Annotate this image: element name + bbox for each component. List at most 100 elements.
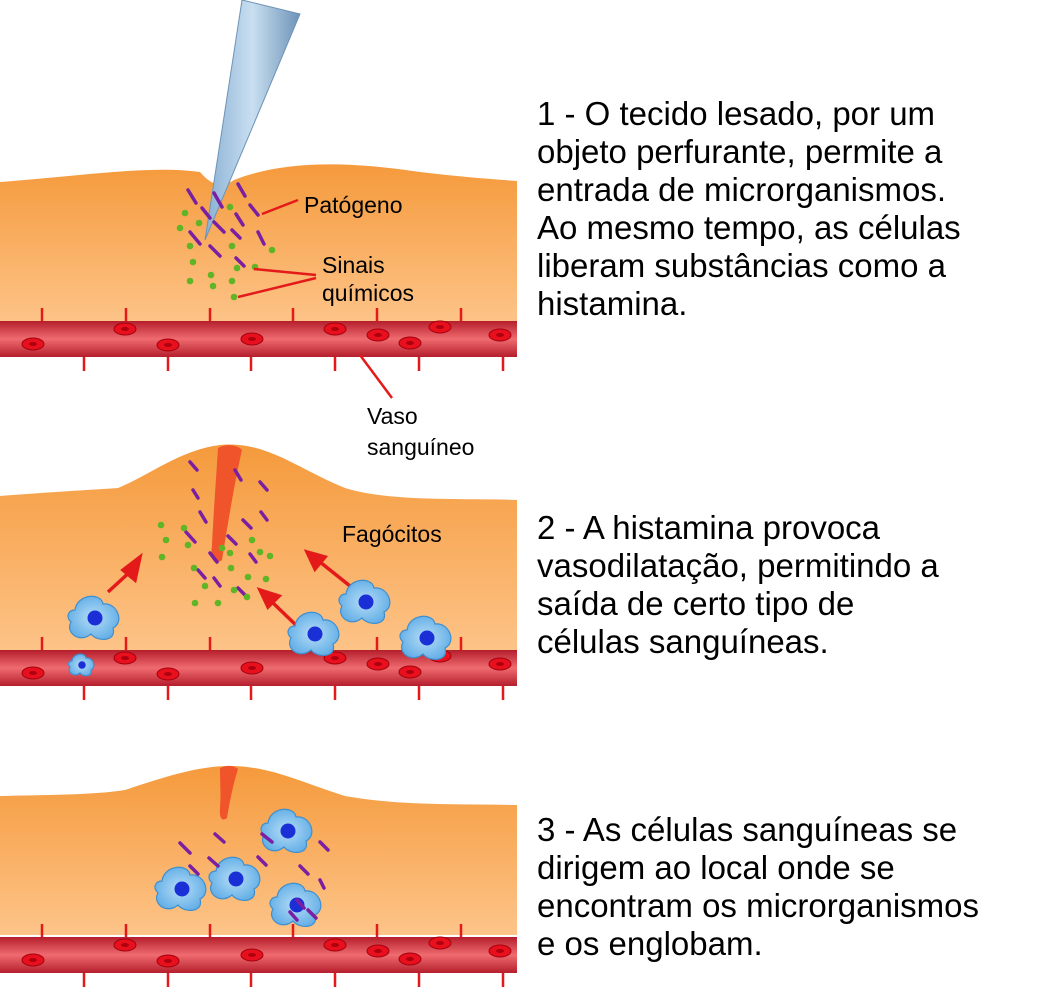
chemical-signal-dot <box>180 524 188 532</box>
pathogen <box>188 864 200 876</box>
step-1-line: Ao mesmo tempo, as células <box>537 209 961 246</box>
chemical-signal-dot <box>228 277 236 285</box>
panel-2: Fagócitos <box>0 444 517 700</box>
pathogen <box>208 244 222 258</box>
phagocyte-nucleus <box>280 823 296 839</box>
panel-3 <box>0 765 517 987</box>
red-blood-cell-center <box>248 953 256 957</box>
red-blood-cell-center <box>164 672 172 676</box>
chemical-signal-dot <box>184 541 192 549</box>
red-blood-cell-center <box>406 957 414 961</box>
pathogen <box>200 206 212 220</box>
red-blood-cell-center <box>248 666 256 670</box>
chemical-signal-dot <box>181 209 189 217</box>
blood-vessel-1 <box>0 308 517 371</box>
chemical-signal-dot <box>266 552 274 560</box>
chemical-signals-label-2: químicos <box>322 280 414 306</box>
chemical-signal-dot <box>268 246 276 254</box>
chemical-signal-dot <box>191 599 199 607</box>
chemical-signal-dot <box>227 564 235 572</box>
step-2-line: células sanguíneas. <box>537 623 829 660</box>
pathogen <box>188 460 199 472</box>
pathogen <box>178 841 192 855</box>
pathogen <box>233 468 243 482</box>
step-2-line: saída de certo tipo de <box>537 585 855 622</box>
red-blood-cell-center <box>496 662 504 666</box>
red-blood-cell-center <box>164 343 172 347</box>
chemical-signal-dot <box>201 582 209 590</box>
phagocyte-nucleus <box>358 594 374 610</box>
panel-1: Patógeno Sinais químicos Vaso sanguíneo <box>0 0 517 460</box>
pathogen <box>318 878 326 890</box>
pathogen <box>212 576 222 588</box>
red-blood-cell-center <box>121 656 129 660</box>
pathogen <box>226 534 238 546</box>
red-blood-cell-center <box>496 333 504 337</box>
chemical-signal-dot <box>186 277 194 285</box>
phagocyte-nucleus <box>228 871 244 887</box>
pathogen <box>212 191 224 209</box>
chemical-signal-dot <box>226 549 234 557</box>
pathogens-3 <box>178 832 330 922</box>
red-blood-cell-center <box>331 943 339 947</box>
phagocyte-nucleus <box>174 881 190 897</box>
red-blood-cell-center <box>29 342 37 346</box>
pathogen <box>184 530 197 544</box>
step-2-line: vasodilatação, permitindo a <box>537 547 939 584</box>
pathogen <box>260 832 274 844</box>
vessel-label-2: sanguíneo <box>367 434 474 460</box>
red-blood-cell-center <box>331 327 339 331</box>
red-blood-cell-center <box>436 325 444 329</box>
chemical-signal-dot <box>158 553 166 561</box>
red-blood-cell-center <box>436 941 444 945</box>
pathogen <box>186 188 198 205</box>
red-blood-cell-center <box>374 333 382 337</box>
pathogen <box>188 230 202 246</box>
pathogen <box>306 908 318 920</box>
chemical-signal-dot <box>186 242 194 250</box>
red-blood-cell-center <box>29 671 37 675</box>
wound-3 <box>219 765 238 820</box>
phagocytes-3 <box>154 808 322 927</box>
red-blood-cell-center <box>331 656 339 660</box>
pathogen <box>241 518 253 530</box>
phagocyte-nucleus <box>289 897 305 913</box>
chemical-signal-dot <box>243 593 251 601</box>
pathogen <box>298 864 310 876</box>
step-3-line: dirigem ao local onde se <box>537 849 895 886</box>
pathogen <box>212 220 226 234</box>
chemical-signal-dot <box>209 282 217 290</box>
arrows-2 <box>106 549 352 629</box>
chemical-signal-dot <box>162 536 170 544</box>
red-blood-cell-center <box>121 943 129 947</box>
pathogen <box>208 551 219 564</box>
pathogen <box>295 898 306 910</box>
pathogen <box>234 212 245 227</box>
step-2-line: 2 - A histamina provoca <box>537 509 881 546</box>
pathogen <box>248 203 260 217</box>
pathogen <box>236 182 247 198</box>
blood-vessel-3 <box>0 924 517 987</box>
chemical-signal-dot <box>157 521 165 529</box>
chemical-signal-dot <box>244 573 252 581</box>
needle <box>204 0 301 241</box>
pathogens-2 <box>184 460 269 598</box>
pathogen <box>288 910 299 922</box>
step-3-line: encontram os microrganismos <box>537 887 979 924</box>
pathogen <box>248 552 258 564</box>
pathogen <box>230 228 242 240</box>
step-1-line: entrada de microrganismos. <box>537 171 947 208</box>
chemical-signal-dot <box>195 219 203 227</box>
phagocyte-nucleus <box>307 626 323 642</box>
pathogen <box>256 230 266 246</box>
phagocyte-nucleus <box>78 661 86 669</box>
chemical-signal-dot <box>230 586 238 594</box>
chemical-signal-dot <box>214 599 222 607</box>
chemical-signal-dot <box>207 271 215 279</box>
chemical-signal-dot <box>228 242 236 250</box>
pathogen <box>258 480 269 492</box>
